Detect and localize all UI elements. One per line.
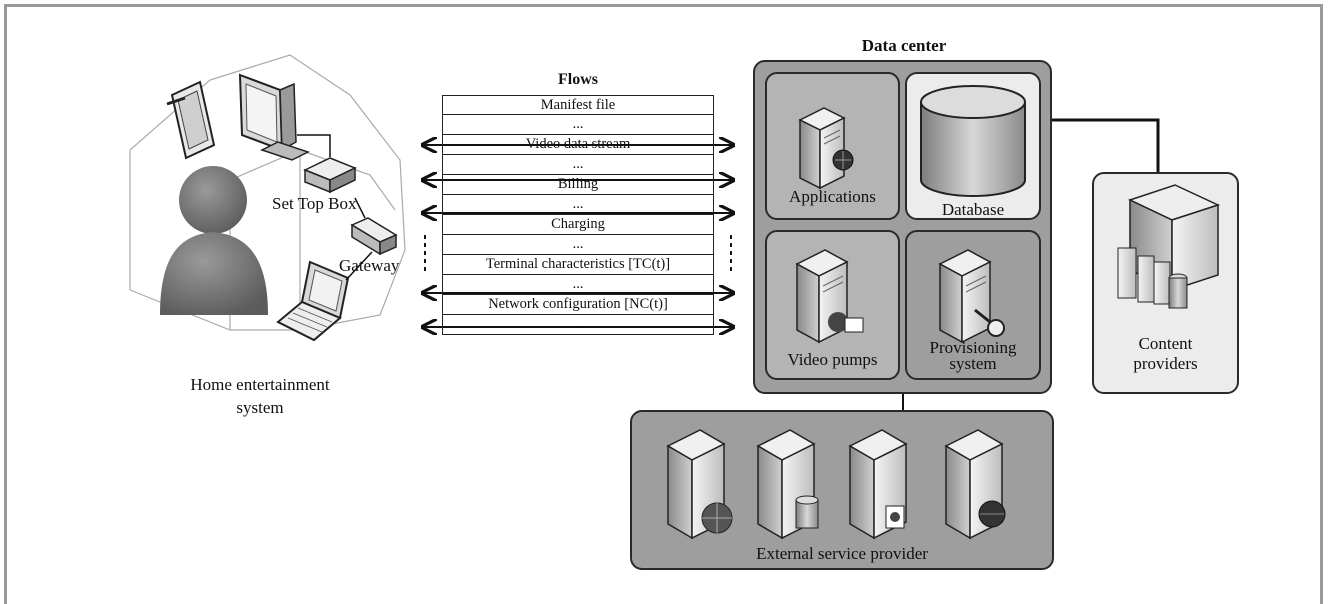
database-label: Database: [941, 200, 1005, 219]
flows-table: Manifest file ... Video data stream ... …: [442, 95, 714, 335]
flow-row: Network configuration [NC(t)]: [442, 295, 714, 315]
figure-frame: [4, 4, 1323, 604]
server-icon: [944, 429, 1004, 540]
globe-icon: [832, 149, 854, 171]
book-icon: [828, 312, 864, 333]
key-icon: [974, 308, 1005, 337]
server-cluster-icon: [1117, 184, 1221, 309]
flow-row: ...: [442, 275, 714, 295]
laptop-icon: [276, 260, 350, 342]
flow-row: ...: [442, 115, 714, 135]
home-label-line1: Home entertainment: [190, 375, 330, 394]
content-providers-label-line1: Content: [1138, 334, 1193, 353]
monitor-icon: [238, 73, 310, 161]
database-cylinder-icon: [795, 495, 819, 529]
gateway-router-icon: [350, 217, 398, 256]
flow-row: ...: [442, 155, 714, 175]
dc-to-content-line: [1048, 118, 1160, 172]
flow-row: Charging: [442, 215, 714, 235]
server-icon: [798, 107, 846, 190]
certificate-icon: [885, 505, 905, 529]
applications-label: Applications: [789, 187, 876, 206]
globe-icon: [701, 502, 733, 534]
globe-icon: [978, 500, 1006, 528]
tablet-icon: [166, 80, 216, 160]
flow-row: Terminal characteristics [TC(t)]: [442, 255, 714, 275]
external-provider-label: External service provider: [756, 544, 928, 563]
flow-row: Video data stream: [442, 135, 714, 155]
icon-layer: [666, 85, 1221, 540]
flows-title: Flows: [558, 71, 598, 88]
flow-row: ...: [442, 315, 714, 335]
person-icon: [160, 166, 268, 315]
provisioning-label-line2: system: [949, 354, 997, 373]
video-pumps-label: Video pumps: [787, 350, 878, 369]
flow-arrows: [424, 145, 732, 327]
flow-row: ...: [442, 195, 714, 215]
content-providers-label-line2: providers: [1133, 354, 1198, 373]
gateway-label: Gateway: [339, 256, 400, 275]
database-cylinder-icon: [920, 85, 1026, 197]
provisioning-label-line1: Provisioning: [929, 338, 1017, 357]
set-top-box-icon: [303, 157, 357, 194]
home-label-line2: system: [236, 398, 284, 417]
flow-row: ...: [442, 235, 714, 255]
server-icon: [938, 249, 992, 344]
data-center-title: Data center: [861, 36, 947, 55]
set-top-box-label: Set Top Box: [272, 194, 357, 213]
server-icon: [756, 429, 816, 540]
flow-row: Billing: [442, 175, 714, 195]
flow-row: Manifest file: [442, 95, 714, 115]
diagram-canvas: [129, 54, 1160, 410]
